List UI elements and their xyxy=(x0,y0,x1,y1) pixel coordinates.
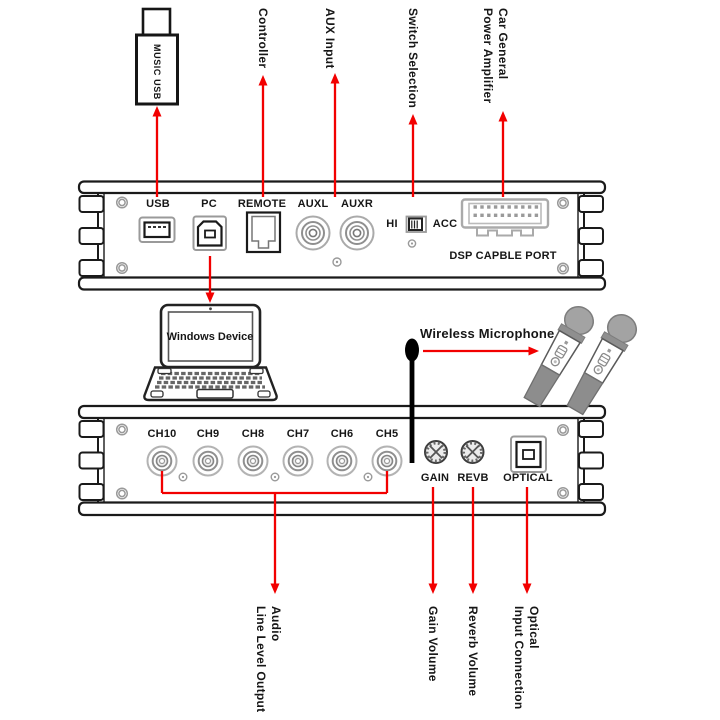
wireless-mic-2 xyxy=(566,314,638,416)
auxr-label: AUXR xyxy=(341,198,373,210)
panel-screws-bottom xyxy=(115,423,570,500)
rca-jack-ch5 xyxy=(371,445,403,477)
arrow-wireless-mic xyxy=(423,346,539,356)
label-optical-input-connection: Optical Input Connection xyxy=(512,606,541,710)
dsp-port-label: DSP CAPBLE PORT xyxy=(449,250,557,262)
arrow-pc-laptop xyxy=(205,256,215,303)
label-gain-volume: Gain Volume xyxy=(426,606,440,682)
power-mode-switch xyxy=(405,215,427,233)
optical-port-label: OPTICAL xyxy=(503,472,553,484)
gain-knob xyxy=(424,440,448,464)
ch8-label: CH8 xyxy=(241,428,265,440)
arrow-optical-input xyxy=(522,487,532,594)
usb-drive-label: MUSIC USB xyxy=(152,44,162,100)
usb-flash-drive xyxy=(135,7,179,106)
reverb-knob-label: REVB xyxy=(457,472,489,484)
optical-port xyxy=(510,435,547,473)
switch-acc-label: ACC xyxy=(432,218,458,230)
arrow-car-general xyxy=(498,111,508,197)
rca-jack-ch8 xyxy=(237,445,269,477)
laptop-touchpad xyxy=(196,388,234,399)
arrow-gain-volume xyxy=(428,487,438,594)
label-controller: Controller xyxy=(256,8,270,69)
arrow-music-usb xyxy=(152,106,162,197)
auxr-jack xyxy=(339,215,375,251)
antenna xyxy=(405,338,419,463)
ch5-label: CH5 xyxy=(375,428,399,440)
pc-port-label: PC xyxy=(201,198,217,210)
webcam-dot xyxy=(209,307,212,311)
arrow-reverb-volume xyxy=(468,487,478,594)
usb-port xyxy=(138,216,176,243)
ch7-label: CH7 xyxy=(286,428,310,440)
rca-jack-ch6 xyxy=(326,445,358,477)
panel-screws-top xyxy=(115,196,570,275)
ch9-label: CH9 xyxy=(196,428,220,440)
bracket-audio-output xyxy=(160,471,389,594)
usb-port-label: USB xyxy=(146,198,170,210)
wireless-mic-1 xyxy=(523,306,595,408)
label-aux-input: AUX Input xyxy=(323,8,337,69)
small-screws-row xyxy=(178,472,373,482)
label-car-general-power-amplifier: Car General Power Amplifier xyxy=(481,8,510,104)
ch10-label: CH10 xyxy=(147,428,177,440)
label-audio-line-level-output: Audio Line Level Output xyxy=(254,606,283,713)
rca-jack-ch7 xyxy=(282,445,314,477)
arrow-aux-input xyxy=(330,73,340,197)
small-screw xyxy=(407,239,417,248)
reverb-knob xyxy=(460,440,485,464)
heatsink-fins-top xyxy=(78,195,604,277)
label-switch-selection: Switch Selection xyxy=(406,8,420,109)
auxl-jack xyxy=(295,215,331,251)
label-reverb-volume: Reverb Volume xyxy=(466,606,480,697)
top-panel xyxy=(77,180,607,291)
pc-port xyxy=(192,215,227,251)
rca-jack-ch9 xyxy=(192,445,224,477)
wireless-microphone-label: Wireless Microphone xyxy=(420,326,555,341)
heatsink-fins-bottom xyxy=(78,420,604,501)
switch-hi-label: HI xyxy=(386,218,398,230)
gain-knob-label: GAIN xyxy=(420,472,450,484)
channel-rca-jacks xyxy=(146,445,403,477)
ch6-label: CH6 xyxy=(330,428,354,440)
laptop-keyboard xyxy=(155,371,265,389)
auxl-label: AUXL xyxy=(297,198,329,210)
remote-port-label: REMOTE xyxy=(237,198,287,210)
dsp-cable-port xyxy=(460,198,550,237)
bottom-panel xyxy=(77,404,607,517)
arrow-controller xyxy=(258,75,268,197)
callout-arrows xyxy=(152,73,539,594)
arrow-switch-selection xyxy=(408,114,418,197)
laptop xyxy=(143,303,278,402)
laptop-screen-label: Windows Device xyxy=(166,331,254,343)
small-screw xyxy=(332,257,342,267)
remote-port xyxy=(245,211,282,254)
